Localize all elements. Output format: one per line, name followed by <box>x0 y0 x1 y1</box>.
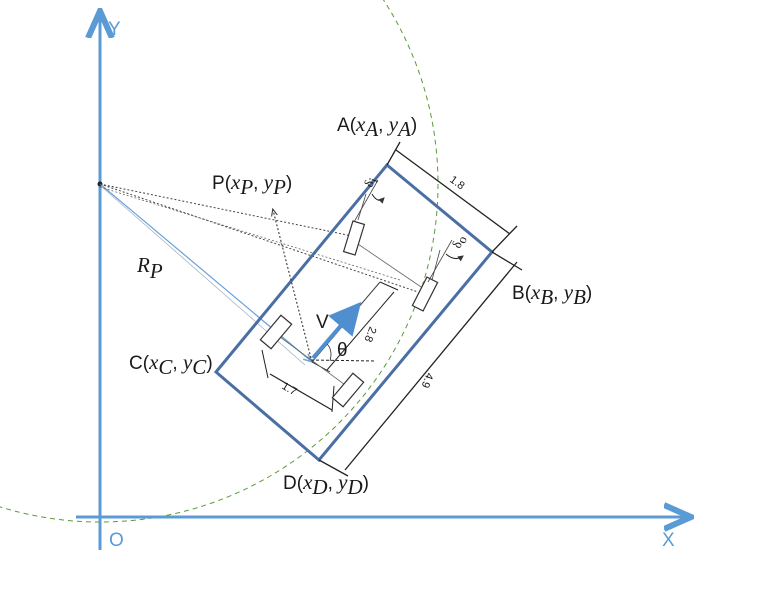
length-tick-b <box>491 251 523 271</box>
origin-label: O <box>109 530 124 551</box>
icr-to-outer-wheel-2 <box>99 186 401 281</box>
outer-steer-label: δo <box>449 233 470 251</box>
front-inner-wheel <box>342 220 366 256</box>
rear-axle <box>275 333 353 391</box>
track-dimension-label: 1.7 <box>280 380 299 398</box>
point-a-label: A(xA, yA) <box>337 112 417 141</box>
x-axis-label: X <box>662 530 675 551</box>
outer-wheel-dir <box>431 249 441 281</box>
track-tick-left <box>261 349 269 379</box>
inner-steer-label: δi <box>361 174 381 190</box>
point-b-label: B(xB, yB) <box>512 280 592 309</box>
heading-arc <box>326 343 332 362</box>
inner-steer-arc <box>371 193 385 204</box>
outer-steer-arc <box>445 253 464 262</box>
track-dimension-line <box>269 373 333 411</box>
wheelbase-dimension-label: 2.8 <box>361 325 378 344</box>
p-direction-arrow <box>273 210 312 359</box>
heading-reference-line <box>310 359 376 362</box>
point-d-label: D(xD, yD) <box>283 470 369 499</box>
length-dimension-line <box>344 261 518 471</box>
width-tick-b <box>491 225 518 253</box>
front-outer-wheel <box>411 276 439 312</box>
rear-right-wheel <box>331 372 365 408</box>
point-c-label: C(xC, yC) <box>129 350 213 379</box>
radius-label: RP <box>136 253 163 283</box>
velocity-label: V <box>316 312 329 333</box>
length-dimension-label: 4.9 <box>418 371 435 390</box>
icr-to-inner-wheel <box>99 183 353 237</box>
rear-left-wheel <box>259 314 293 350</box>
width-dimension-line <box>395 149 511 235</box>
width-tick-a <box>386 141 401 166</box>
y-axis-label: Y <box>108 19 121 40</box>
inner-wheel-axis-ref <box>353 179 379 223</box>
heading-angle-label: θ <box>337 340 348 361</box>
inner-wheel-dir <box>357 193 367 221</box>
turning-circle <box>0 0 439 523</box>
point-p-label: P(xP, yP) <box>212 170 292 199</box>
wheelbase-tick-top <box>379 281 399 291</box>
length-tick-d <box>318 459 349 477</box>
front-axle <box>351 239 428 292</box>
velocity-vector <box>311 301 362 360</box>
outer-wheel-axis-ref <box>427 239 453 283</box>
